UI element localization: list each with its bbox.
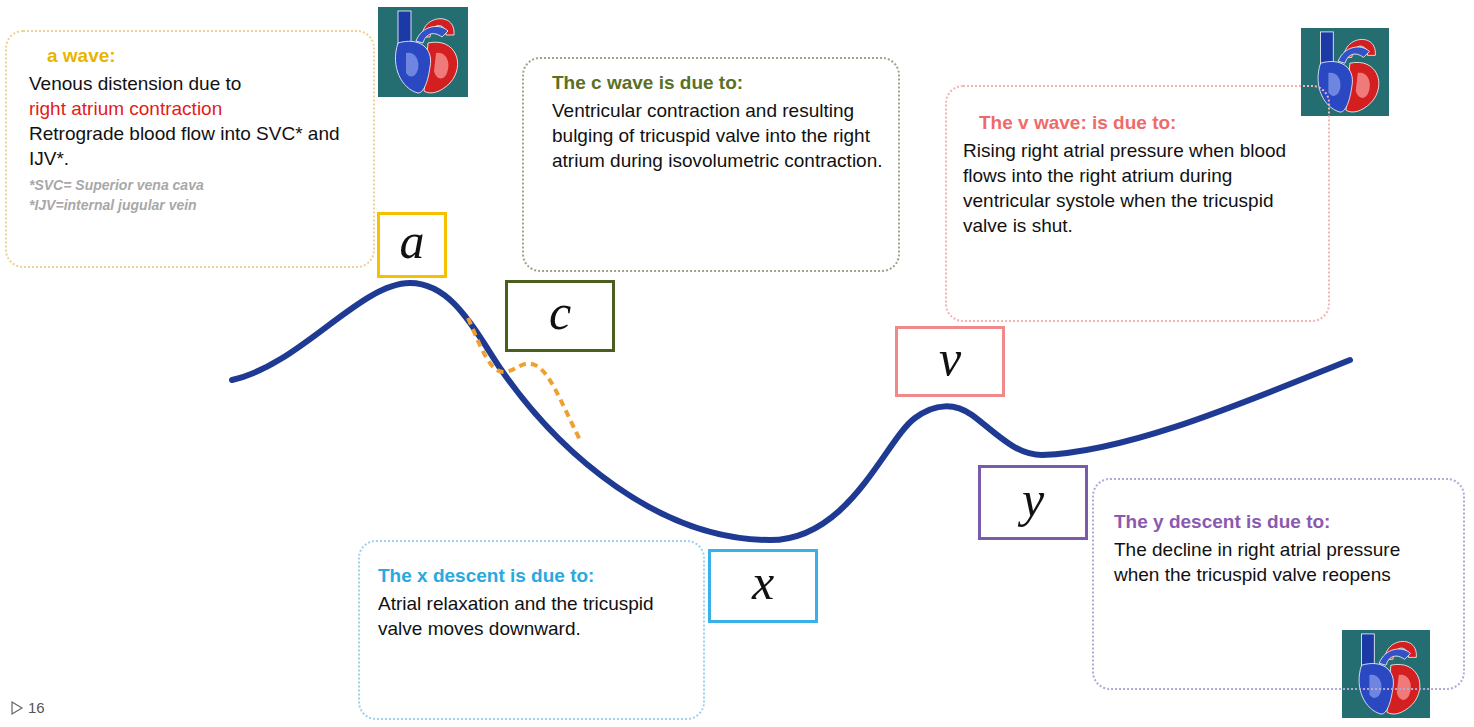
wave-description: Ventricular contraction and resulting bu… <box>552 98 884 173</box>
wave-label-box: c <box>505 280 615 352</box>
wave-letter: x <box>752 557 774 607</box>
wave-label-box: y <box>978 465 1088 540</box>
footnote: *IJV=internal jugular vein <box>29 195 363 215</box>
wave-label-box: v <box>895 326 1005 397</box>
slide-number: 16 <box>28 699 45 716</box>
heart-icon <box>378 7 468 97</box>
wave-description: Venous distension due to <box>29 71 363 96</box>
wave-letter: c <box>549 287 571 337</box>
heart-icon <box>1342 630 1430 718</box>
wave-letter: v <box>939 333 961 383</box>
slide-marker <box>12 702 22 714</box>
annotation-box: The y descent is due to: The decline in r… <box>1092 478 1465 690</box>
annotation-box: The x descent is due to: Atrial relaxatio… <box>358 540 705 720</box>
annotation-box: a wave: Venous distension due toright atr… <box>5 30 375 268</box>
wave-heading: The c wave is due to: <box>552 71 884 95</box>
wave-heading: The v wave: is due to: <box>979 111 1314 135</box>
wave-heading: The x descent is due to: <box>378 564 691 588</box>
annotation-box: The c wave is due to: Ventricular contrac… <box>522 57 900 272</box>
wave-letter: y <box>1022 474 1044 524</box>
wave-description: Rising right atrial pressure when blood … <box>963 138 1314 238</box>
wave-label-box: a <box>377 212 447 278</box>
wave-description: Retrograde blood flow into SVC* and IJV*… <box>29 121 363 171</box>
footnote: *SVC= Superior vena cava <box>29 175 363 195</box>
wave-heading: a wave: <box>47 44 363 68</box>
wave-description: Atrial relaxation and the tricuspid valv… <box>378 591 691 641</box>
wave-letter: a <box>400 216 425 266</box>
heart-icon <box>1301 28 1389 116</box>
wave-description: right atrium contraction <box>29 96 363 121</box>
wave-description: The decline in right atrial pressure whe… <box>1114 537 1424 587</box>
wave-label-box: x <box>708 549 818 623</box>
wave-heading: The y descent is due to: <box>1114 510 1449 534</box>
annotation-box: The v wave: is due to: Rising right atria… <box>945 85 1330 322</box>
